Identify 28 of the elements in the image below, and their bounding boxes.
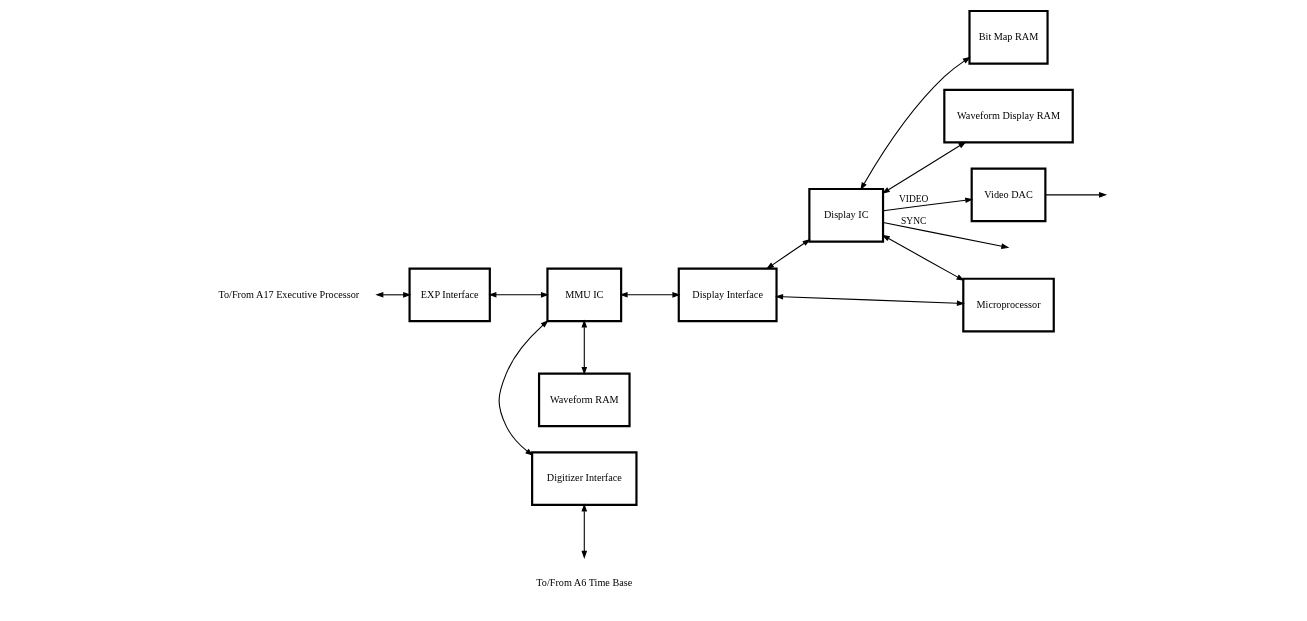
node-box: Digitizer Interface: [531, 451, 638, 506]
arrow: [881, 141, 967, 194]
arrow: [775, 294, 965, 306]
node-box: Display IC: [808, 187, 885, 243]
arrow: [882, 197, 974, 212]
node-text: To/From A6 Time Base: [536, 577, 633, 589]
arrow: [488, 292, 549, 298]
arrow: [1044, 192, 1108, 198]
node-box: Display Interface: [677, 267, 778, 323]
arrow: [860, 56, 971, 191]
edge-label: VIDEO: [898, 194, 929, 205]
node-box: MMU IC: [546, 267, 623, 323]
arrow: [498, 320, 549, 456]
arrow: [881, 234, 965, 281]
arrow: [581, 503, 588, 559]
arrow: [581, 319, 588, 376]
arrow: [766, 239, 811, 270]
arrow: [619, 292, 681, 298]
edge-label: SYNC: [901, 216, 927, 227]
arrow: [375, 292, 412, 298]
node-text: To/From A17 Executive Processor: [218, 288, 360, 300]
node-box: EXP Interface: [408, 267, 491, 323]
node-box: Video DAC: [970, 167, 1047, 223]
node-box: Waveform RAM: [537, 372, 631, 428]
node-box: Microprocessor: [962, 277, 1055, 333]
arrow: [882, 222, 1010, 249]
node-box: Waveform Display RAM: [943, 88, 1074, 144]
node-box: Bit Map RAM: [968, 9, 1049, 65]
